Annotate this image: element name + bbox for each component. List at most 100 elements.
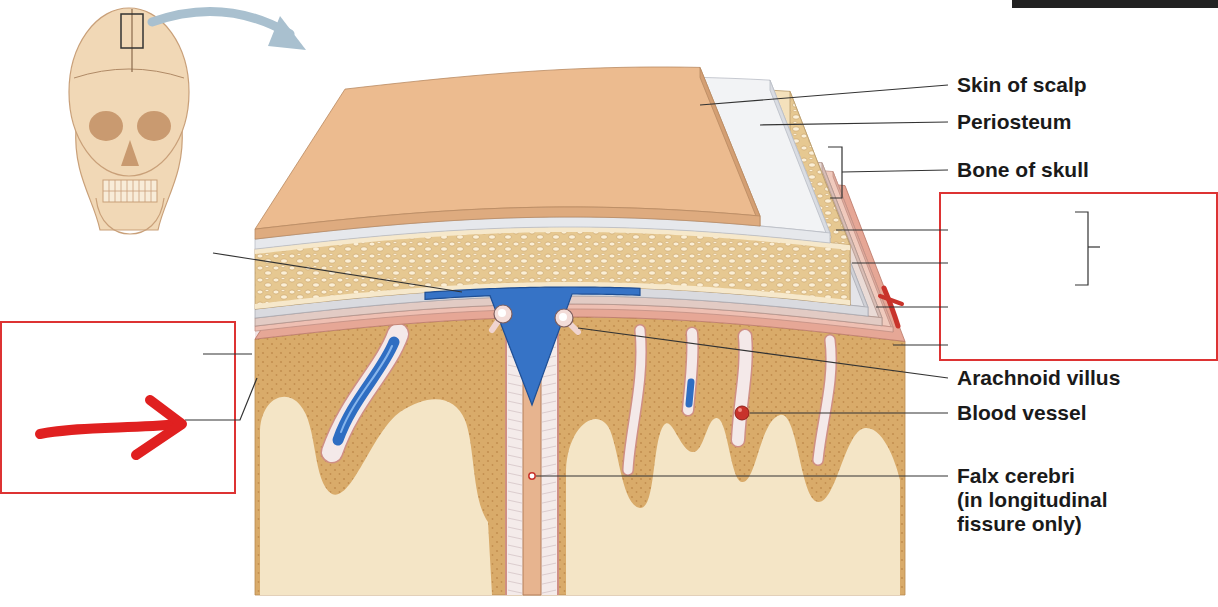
leader-line [852,262,948,263]
arachnoid-trabecula [508,545,522,548]
part-label: Arachnoid villus [957,366,1120,390]
sulcus-pia [738,336,746,440]
teeth-gap [103,191,157,192]
sulcus-space [818,340,831,460]
scalp-surface [255,67,760,229]
arachnoid-trabecula [508,500,522,503]
sagittal-suture [131,9,132,72]
zoom-arrow-head [268,16,306,50]
arachnoid-trabecula [542,401,556,404]
leader-line [876,306,948,307]
sulcus-space [628,330,641,470]
leader-line [842,170,948,172]
arachnoid-trabecula [542,518,556,521]
arachnoid-trabecula [542,491,556,494]
sulcus-pia [628,330,641,470]
arachnoid-trabecula [508,554,522,557]
arachnoid-trabecula [542,536,556,539]
arachnoid-trabecula [508,482,522,485]
arachnoid-trabecula [508,509,522,512]
arachnoid-trabecula [542,554,556,557]
arachnoid-trabecula [542,527,556,530]
sulcus-space [332,334,398,452]
arachnoid-trabecula [508,455,522,458]
arachnoid-trabecula [508,590,522,593]
villus-head [555,309,573,327]
sulcus-space [688,333,693,410]
part-label: Blood vessel [957,401,1087,425]
arachnoid-trabecula [508,392,522,395]
arachnoid-trabecula [508,536,522,539]
arachnoid-trabecula [508,401,522,404]
arachnoid-trabecula [542,509,556,512]
arachnoid-trabecula [542,572,556,575]
pointer-arrow-head [136,400,182,455]
sulcus-pia [332,334,398,452]
artery [735,406,749,420]
leader-line [760,122,948,125]
white-matter [260,397,492,595]
skull-icon [69,8,189,234]
leader-line [213,253,462,292]
villus-core [559,313,567,321]
arachnoid-trabecula [508,419,522,422]
arachnoid-trabecula [508,491,522,494]
detail-square [121,14,143,48]
scalp-layer [255,67,760,239]
eye-socket [137,111,171,141]
arachnoid-trabecula [508,518,522,521]
vein [338,342,394,440]
villus-head [494,305,512,323]
arachnoid-trabecula [542,446,556,449]
arachnoid-trabecula [508,383,522,386]
leader-line [536,475,948,476]
highlight-box [1,322,235,493]
leader-line [185,378,257,420]
eye-socket [89,111,123,141]
zoom-arrow [152,11,290,34]
part-label: Falx cerebri [957,464,1075,488]
arachnoid-trabecula [542,500,556,503]
leader-line [203,353,252,354]
leader-line [700,85,948,105]
arachnoid-trabecula [542,419,556,422]
arachnoid-trabecula [542,581,556,584]
part-label: Periosteum [957,110,1071,134]
arachnoid-trabecula [542,545,556,548]
leader-dot [529,473,535,479]
arachnoid-trabecula [508,581,522,584]
coronal-suture [74,69,184,78]
arachnoid-trabecula [542,563,556,566]
video-overlay-strip [1012,0,1218,8]
mandible [96,198,164,234]
arachnoid-trabecula [508,572,522,575]
arachnoid-trabecula [508,428,522,431]
scalp-section [255,207,760,239]
arachnoid-trabecula [542,410,556,413]
pointer-arrow [40,424,178,434]
part-label: Bone of skull [957,158,1089,182]
vein [689,382,691,404]
arachnoid-trabecula [508,464,522,467]
part-label: (in longitudinal fissure only) [957,488,1137,536]
arachnoid-trabecula [508,527,522,530]
arachnoid-trabecula [542,383,556,386]
teeth [103,180,157,202]
nasal-cavity [121,140,139,166]
arachnoid-trabecula [542,428,556,431]
bracket [1088,246,1100,247]
arachnoid-trabecula [508,473,522,476]
arachnoid-trabecula [542,464,556,467]
arachnoid-trabecula [542,437,556,440]
arachnoid-trabecula [542,392,556,395]
leader-lines [185,85,1100,476]
periosteum-cut-edge [770,80,830,243]
bracket [1075,212,1088,285]
surface-artery [880,296,902,304]
leader-line [893,344,948,345]
arachnoid-trabecula [542,590,556,593]
leader-line [578,328,948,378]
arachnoid-trabecula [508,563,522,566]
arachnoid-trabecula [508,437,522,440]
